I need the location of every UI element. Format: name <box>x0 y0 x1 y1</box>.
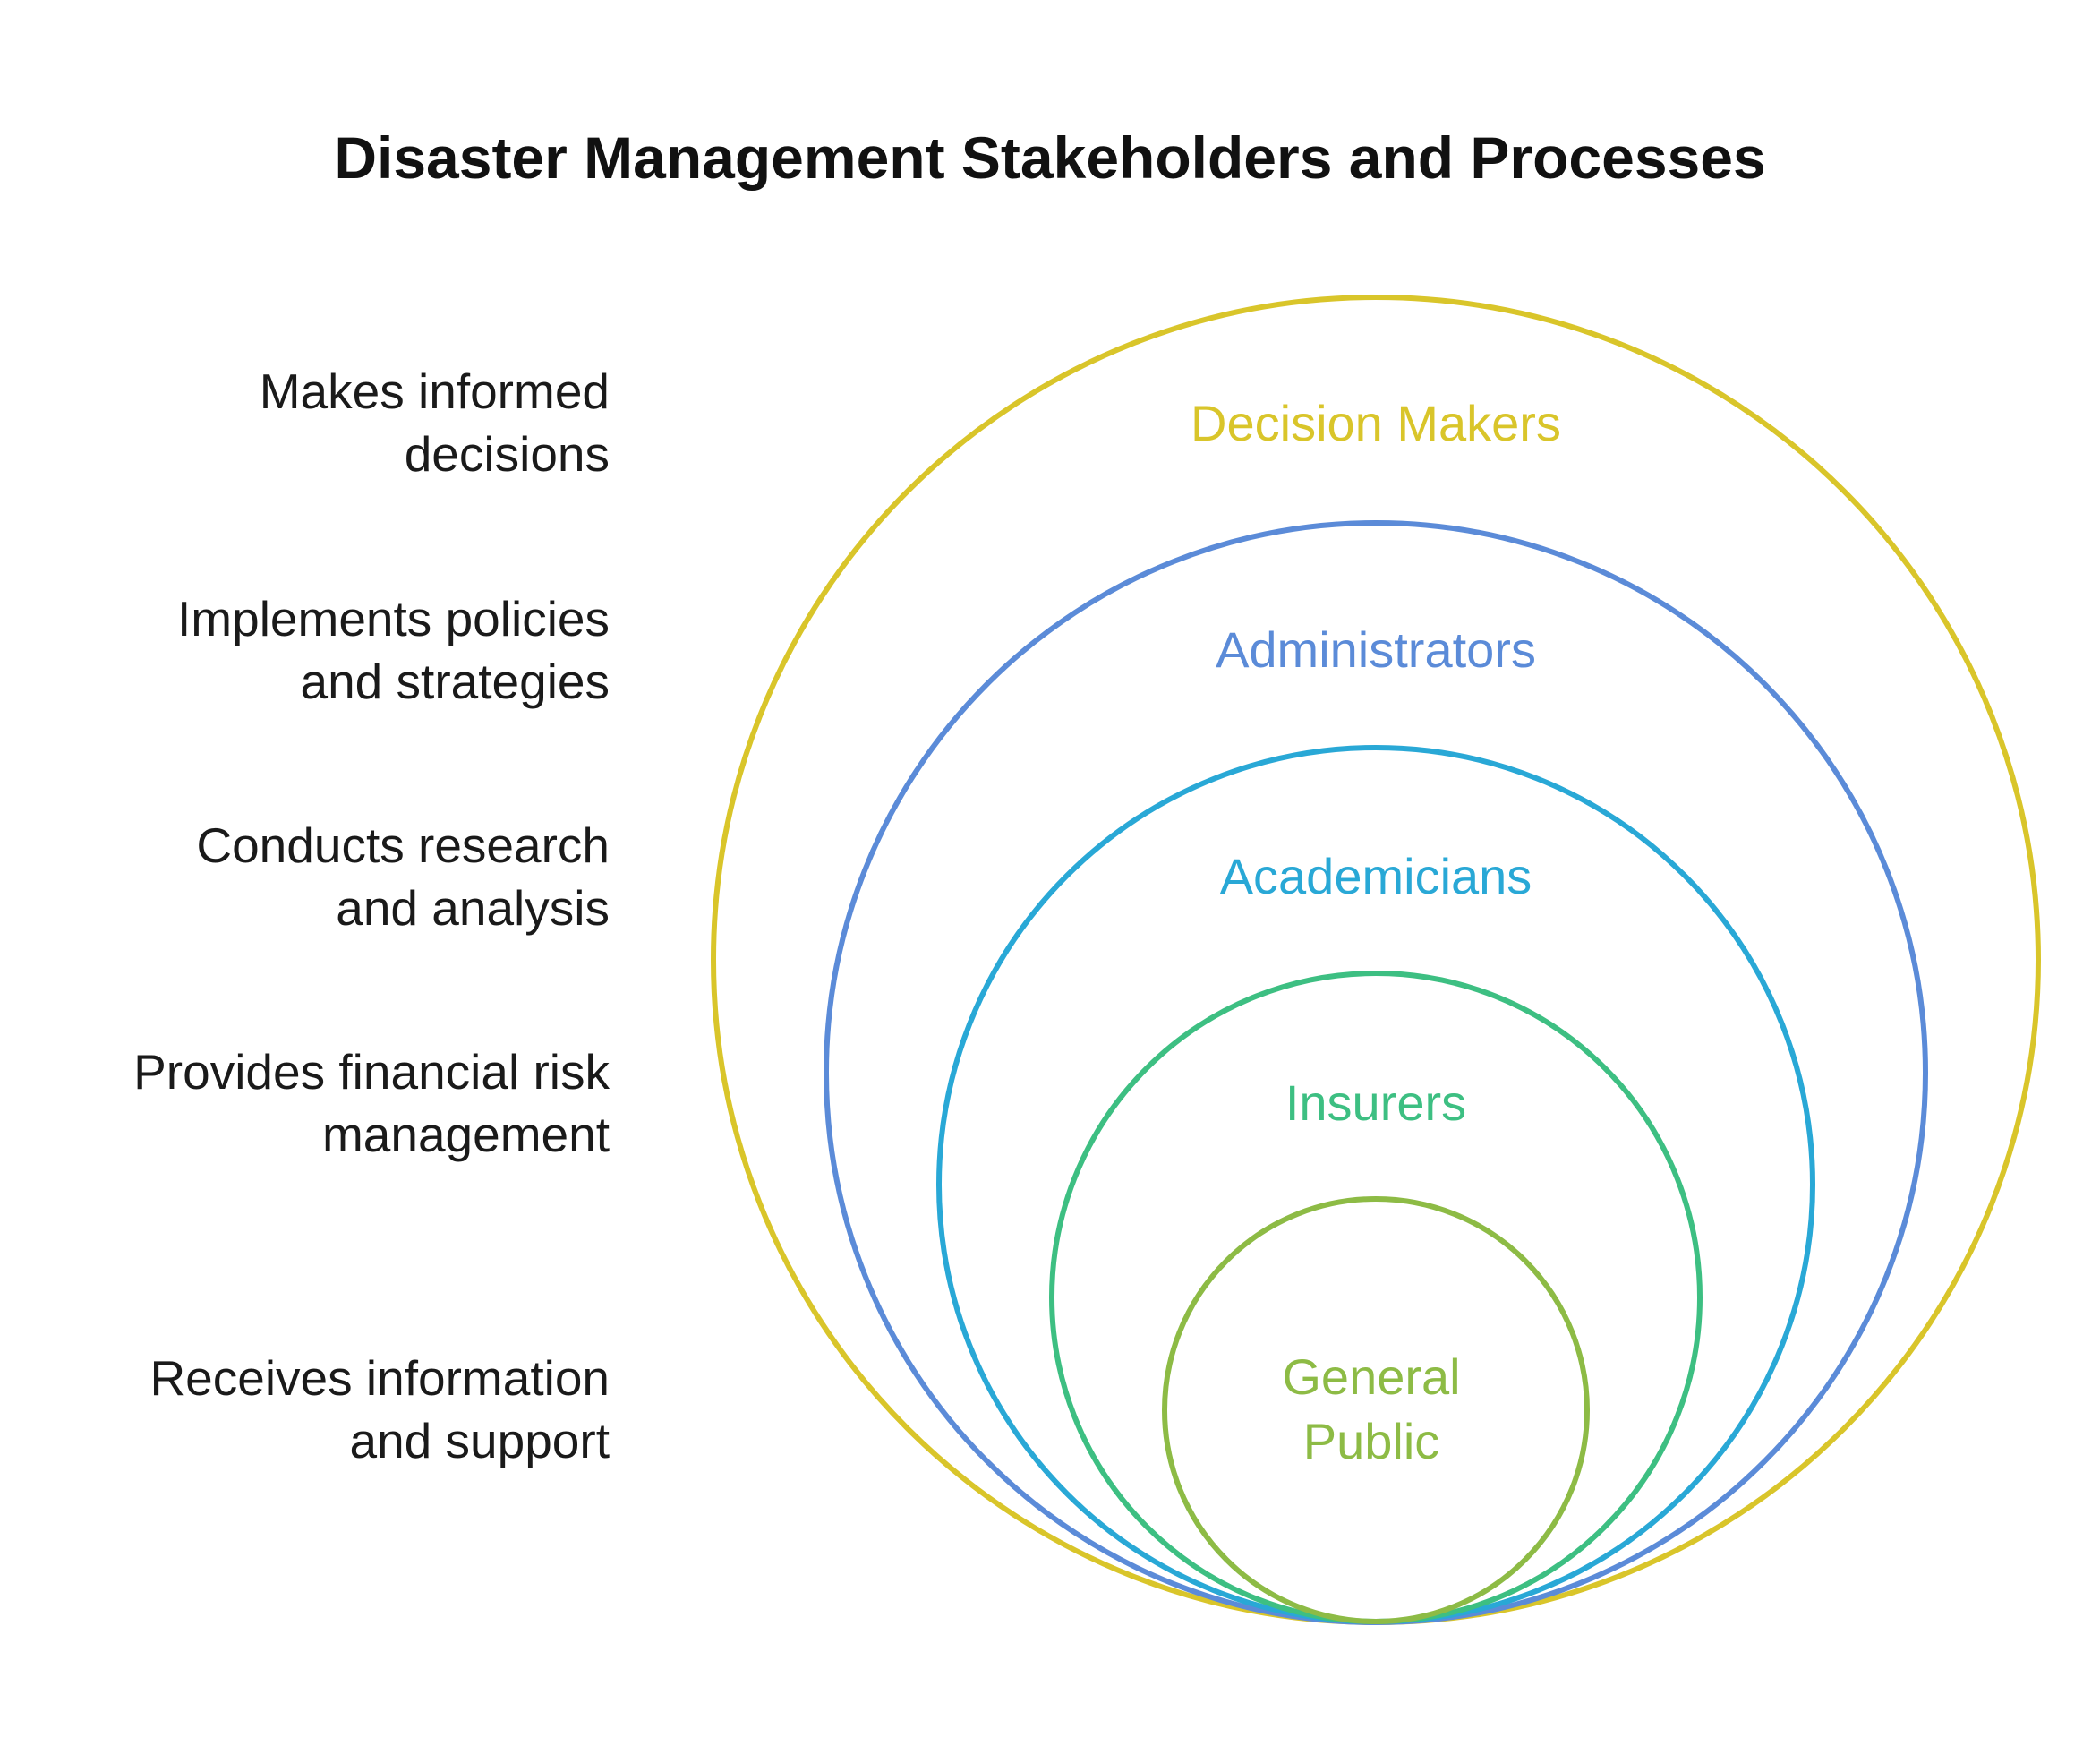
ring-general-public <box>1162 1196 1590 1624</box>
description-line: and analysis <box>336 880 610 936</box>
description-line: Implements policies <box>177 591 610 646</box>
description-line: Conducts research <box>196 817 610 873</box>
description-academicians: Conducts research and analysis <box>0 814 610 939</box>
description-line: decisions <box>404 426 610 482</box>
description-administrators: Implements policies and strategies <box>0 587 610 713</box>
ring-label-administrators: Administrators <box>1216 621 1536 678</box>
ring-insurers <box>1049 971 1703 1624</box>
description-general-public: Receives information and support <box>0 1347 610 1472</box>
description-line: and strategies <box>300 654 610 709</box>
description-line: and support <box>349 1413 610 1468</box>
page-title: Disaster Management Stakeholders and Pro… <box>334 124 1766 191</box>
ring-label-general-public-line2: Public <box>1303 1413 1440 1469</box>
description-line: Receives information <box>149 1350 610 1406</box>
description-line: Provides financial risk <box>133 1044 610 1100</box>
description-line: Makes informed <box>259 364 610 419</box>
ring-label-academicians: Academicians <box>1220 848 1532 904</box>
ring-label-insurers: Insurers <box>1285 1074 1466 1131</box>
description-decision-makers: Makes informed decisions <box>0 360 610 485</box>
ring-label-general-public-line1: General <box>1282 1348 1460 1405</box>
description-insurers: Provides financial risk management <box>0 1040 610 1166</box>
description-line: management <box>321 1107 610 1162</box>
ring-label-decision-makers: Decision Makers <box>1191 395 1561 451</box>
